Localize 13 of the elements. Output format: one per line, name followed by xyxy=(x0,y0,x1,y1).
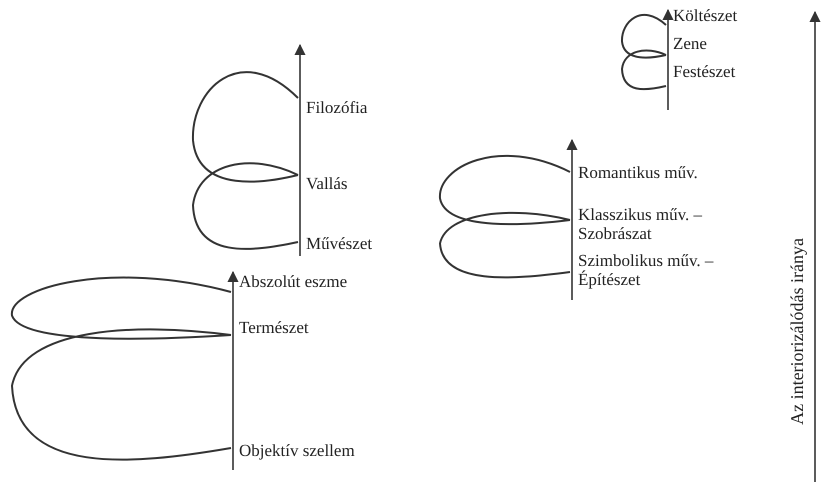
level-label: Költészet xyxy=(673,6,738,25)
level-label: Romantikus műv. xyxy=(578,163,699,182)
level-label: Művészet xyxy=(306,234,374,253)
level-label: Objektív szellem xyxy=(239,441,356,460)
level-label: Filozófia xyxy=(306,98,368,117)
level-label: Vallás xyxy=(306,174,349,193)
level-label: Klasszikus műv. – Szobrászat xyxy=(578,205,704,243)
level-label: Festészet xyxy=(673,62,736,81)
level-label: Abszolút eszme xyxy=(239,272,348,291)
level-label: Természet xyxy=(239,318,310,337)
axis-title: Az interiorizálódás iránya xyxy=(788,238,807,425)
level-label: Zene xyxy=(673,34,708,53)
level-label: Szimbolikus műv. – Építészet xyxy=(578,251,714,289)
